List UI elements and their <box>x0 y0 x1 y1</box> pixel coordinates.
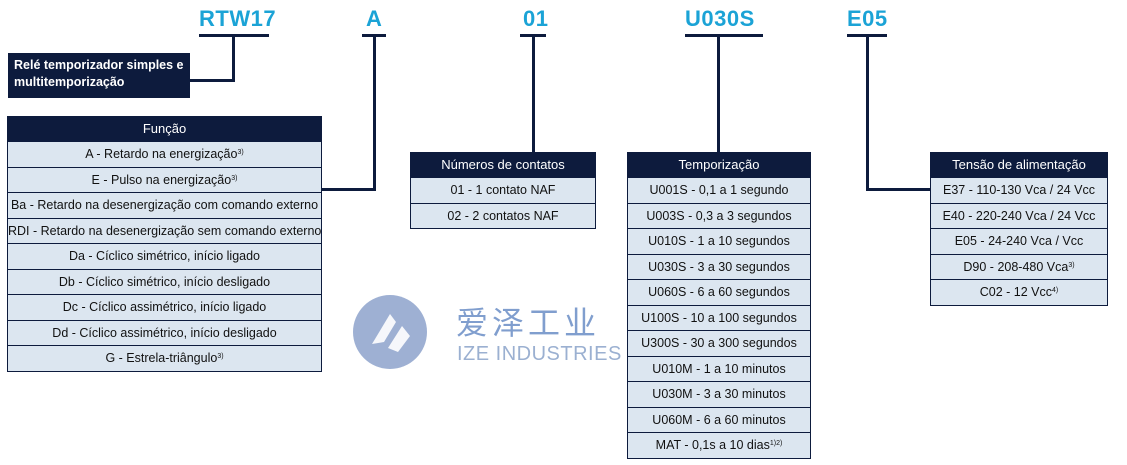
voltage-table-header: Tensão de alimentação <box>931 153 1107 177</box>
funcao-row: Dc - Cíclico assimétrico, início ligado <box>8 294 321 320</box>
temporizacao-row: U060M - 6 a 60 minutos <box>628 406 810 432</box>
funcao-row-text: Dc - Cíclico assimétrico, início ligado <box>62 300 267 314</box>
function-table: Função A - Retardo na energização3)E - P… <box>7 116 322 372</box>
temporizacao-row-text: U030S - 3 a 30 segundos <box>648 259 790 274</box>
temporizacao-row: U010S - 1 a 10 segundos <box>628 228 810 254</box>
connector-function-v <box>373 34 376 191</box>
tensao-row-text: C02 - 12 Vcc <box>979 285 1053 299</box>
code-model: RTW17 <box>199 6 277 31</box>
ize-logo-icon <box>353 295 427 369</box>
funcao-row-text: RDI - Retardo na desenergização sem coma… <box>8 223 321 238</box>
tensao-row-text: E05 - 24-240 Vca / Vcc <box>954 234 1084 248</box>
code-contacts: 01 <box>523 6 549 31</box>
funcao-row: RDI - Retardo na desenergização sem coma… <box>8 217 321 243</box>
funcao-row-text: Dd - Cíclico assimétrico, início desliga… <box>52 325 277 340</box>
temporizacao-row: U003S - 0,3 a 3 segundos <box>628 202 810 228</box>
funcao-row: Dd - Cíclico assimétrico, início desliga… <box>8 319 321 345</box>
tensao-row: E40 - 220-240 Vca / 24 Vcc <box>931 202 1107 228</box>
temporizacao-row-text: MAT - 0,1s a 10 dias <box>655 438 770 452</box>
contatos-row: 02 - 2 contatos NAF <box>411 202 595 228</box>
funcao-row-text: Db - Cíclico simétrico, início desligado <box>58 274 271 289</box>
connector-function-stub <box>322 188 376 191</box>
temporizacao-row-text: U060M - 6 a 60 minutos <box>652 412 786 427</box>
connector-voltage-v <box>866 34 869 191</box>
connector-contacts-v <box>532 34 535 152</box>
contatos-row-text: 01 - 1 contato NAF <box>450 183 556 197</box>
code-timing: U030S <box>685 6 755 31</box>
temporizacao-row-text: U060S - 6 a 60 segundos <box>648 285 790 299</box>
code-function: A <box>366 6 383 31</box>
tensao-row-footnote: 4) <box>1052 287 1059 294</box>
contatos-row-text: 02 - 2 contatos NAF <box>447 208 559 223</box>
contatos-row: 01 - 1 contato NAF <box>411 177 595 203</box>
model-label-box: Relé temporizador simples e multitempori… <box>8 53 190 98</box>
funcao-row: Ba - Retardo na desenergização com coman… <box>8 192 321 218</box>
temporizacao-row-text: U010S - 1 a 10 segundos <box>648 234 790 248</box>
funcao-row-text: G - Estrela-triângulo <box>105 351 218 365</box>
function-table-header: Função <box>8 117 321 141</box>
temporizacao-row-text: U030M - 3 a 30 minutos <box>652 387 786 401</box>
temporizacao-row: U010M - 1 a 10 minutos <box>628 355 810 381</box>
temporizacao-row-footnote: 1)2) <box>769 440 783 447</box>
tensao-row: E37 - 110-130 Vca / 24 Vcc <box>931 177 1107 203</box>
funcao-row: Da - Cíclico simétrico, início ligado <box>8 243 321 269</box>
code-voltage: E05 <box>847 6 888 31</box>
tensao-row-footnote: 3) <box>1068 261 1075 269</box>
funcao-row-text: A - Retardo na energização <box>85 147 238 161</box>
funcao-row-footnote: 3) <box>217 353 224 360</box>
temporizacao-row: U300S - 30 a 300 segundos <box>628 330 810 356</box>
temporizacao-row: U100S - 10 a 100 segundos <box>628 304 810 330</box>
temporizacao-row: U060S - 6 a 60 segundos <box>628 279 810 305</box>
connector-model-v <box>232 34 235 82</box>
tensao-row: E05 - 24-240 Vca / Vcc <box>931 228 1107 254</box>
timing-table-header: Temporização <box>628 153 810 177</box>
funcao-row-text: E - Pulso na energização <box>91 172 232 187</box>
temporizacao-row: U030M - 3 a 30 minutos <box>628 381 810 407</box>
funcao-row: A - Retardo na energização3) <box>8 141 321 167</box>
connector-timing-h <box>685 34 763 37</box>
contacts-table: Números de contatos 01 - 1 contato NAF 02… <box>410 152 596 229</box>
tensao-row-text: E40 - 220-240 Vca / 24 Vcc <box>942 208 1096 223</box>
temporizacao-row-text: U010M - 1 a 10 minutos <box>652 361 786 376</box>
tensao-row: D90 - 208-480 Vca3) <box>931 253 1107 279</box>
funcao-row-text: Da - Cíclico simétrico, início ligado <box>68 249 261 263</box>
contacts-table-header: Números de contatos <box>411 153 595 177</box>
temporizacao-row: MAT - 0,1s a 10 dias1)2) <box>628 432 810 458</box>
funcao-row: E - Pulso na energização3) <box>8 166 321 192</box>
watermark-cn-text: 爱泽工业 <box>456 304 601 342</box>
temporizacao-row-text: U001S - 0,1 a 1 segundo <box>649 183 789 197</box>
tensao-row-text: E37 - 110-130 Vca / 24 Vcc <box>943 183 1095 197</box>
funcao-row-footnote: 3) <box>237 149 244 156</box>
model-label-text: Relé temporizador simples e multitempori… <box>14 58 184 89</box>
funcao-row-text: Ba - Retardo na desenergização com coman… <box>10 198 319 212</box>
temporizacao-row-text: U003S - 0,3 a 3 segundos <box>646 208 792 223</box>
funcao-row-footnote: 3) <box>231 174 238 182</box>
temporizacao-row-text: U300S - 30 a 300 segundos <box>641 336 797 350</box>
funcao-row: G - Estrela-triângulo3) <box>8 345 321 371</box>
voltage-table: Tensão de alimentação E37 - 110-130 Vca … <box>930 152 1108 306</box>
funcao-row: Db - Cíclico simétrico, início desligado <box>8 268 321 294</box>
tensao-row: C02 - 12 Vcc4) <box>931 279 1107 305</box>
tensao-row-text: D90 - 208-480 Vca <box>963 259 1069 274</box>
temporizacao-row: U001S - 0,1 a 1 segundo <box>628 177 810 203</box>
watermark-en-text: IZE INDUSTRIES <box>457 343 622 365</box>
connector-model-stub <box>190 79 235 82</box>
temporizacao-row-text: U100S - 10 a 100 segundos <box>641 310 797 325</box>
temporizacao-row: U030S - 3 a 30 segundos <box>628 253 810 279</box>
connector-voltage-stub <box>866 188 932 191</box>
connector-timing-v <box>717 34 720 152</box>
